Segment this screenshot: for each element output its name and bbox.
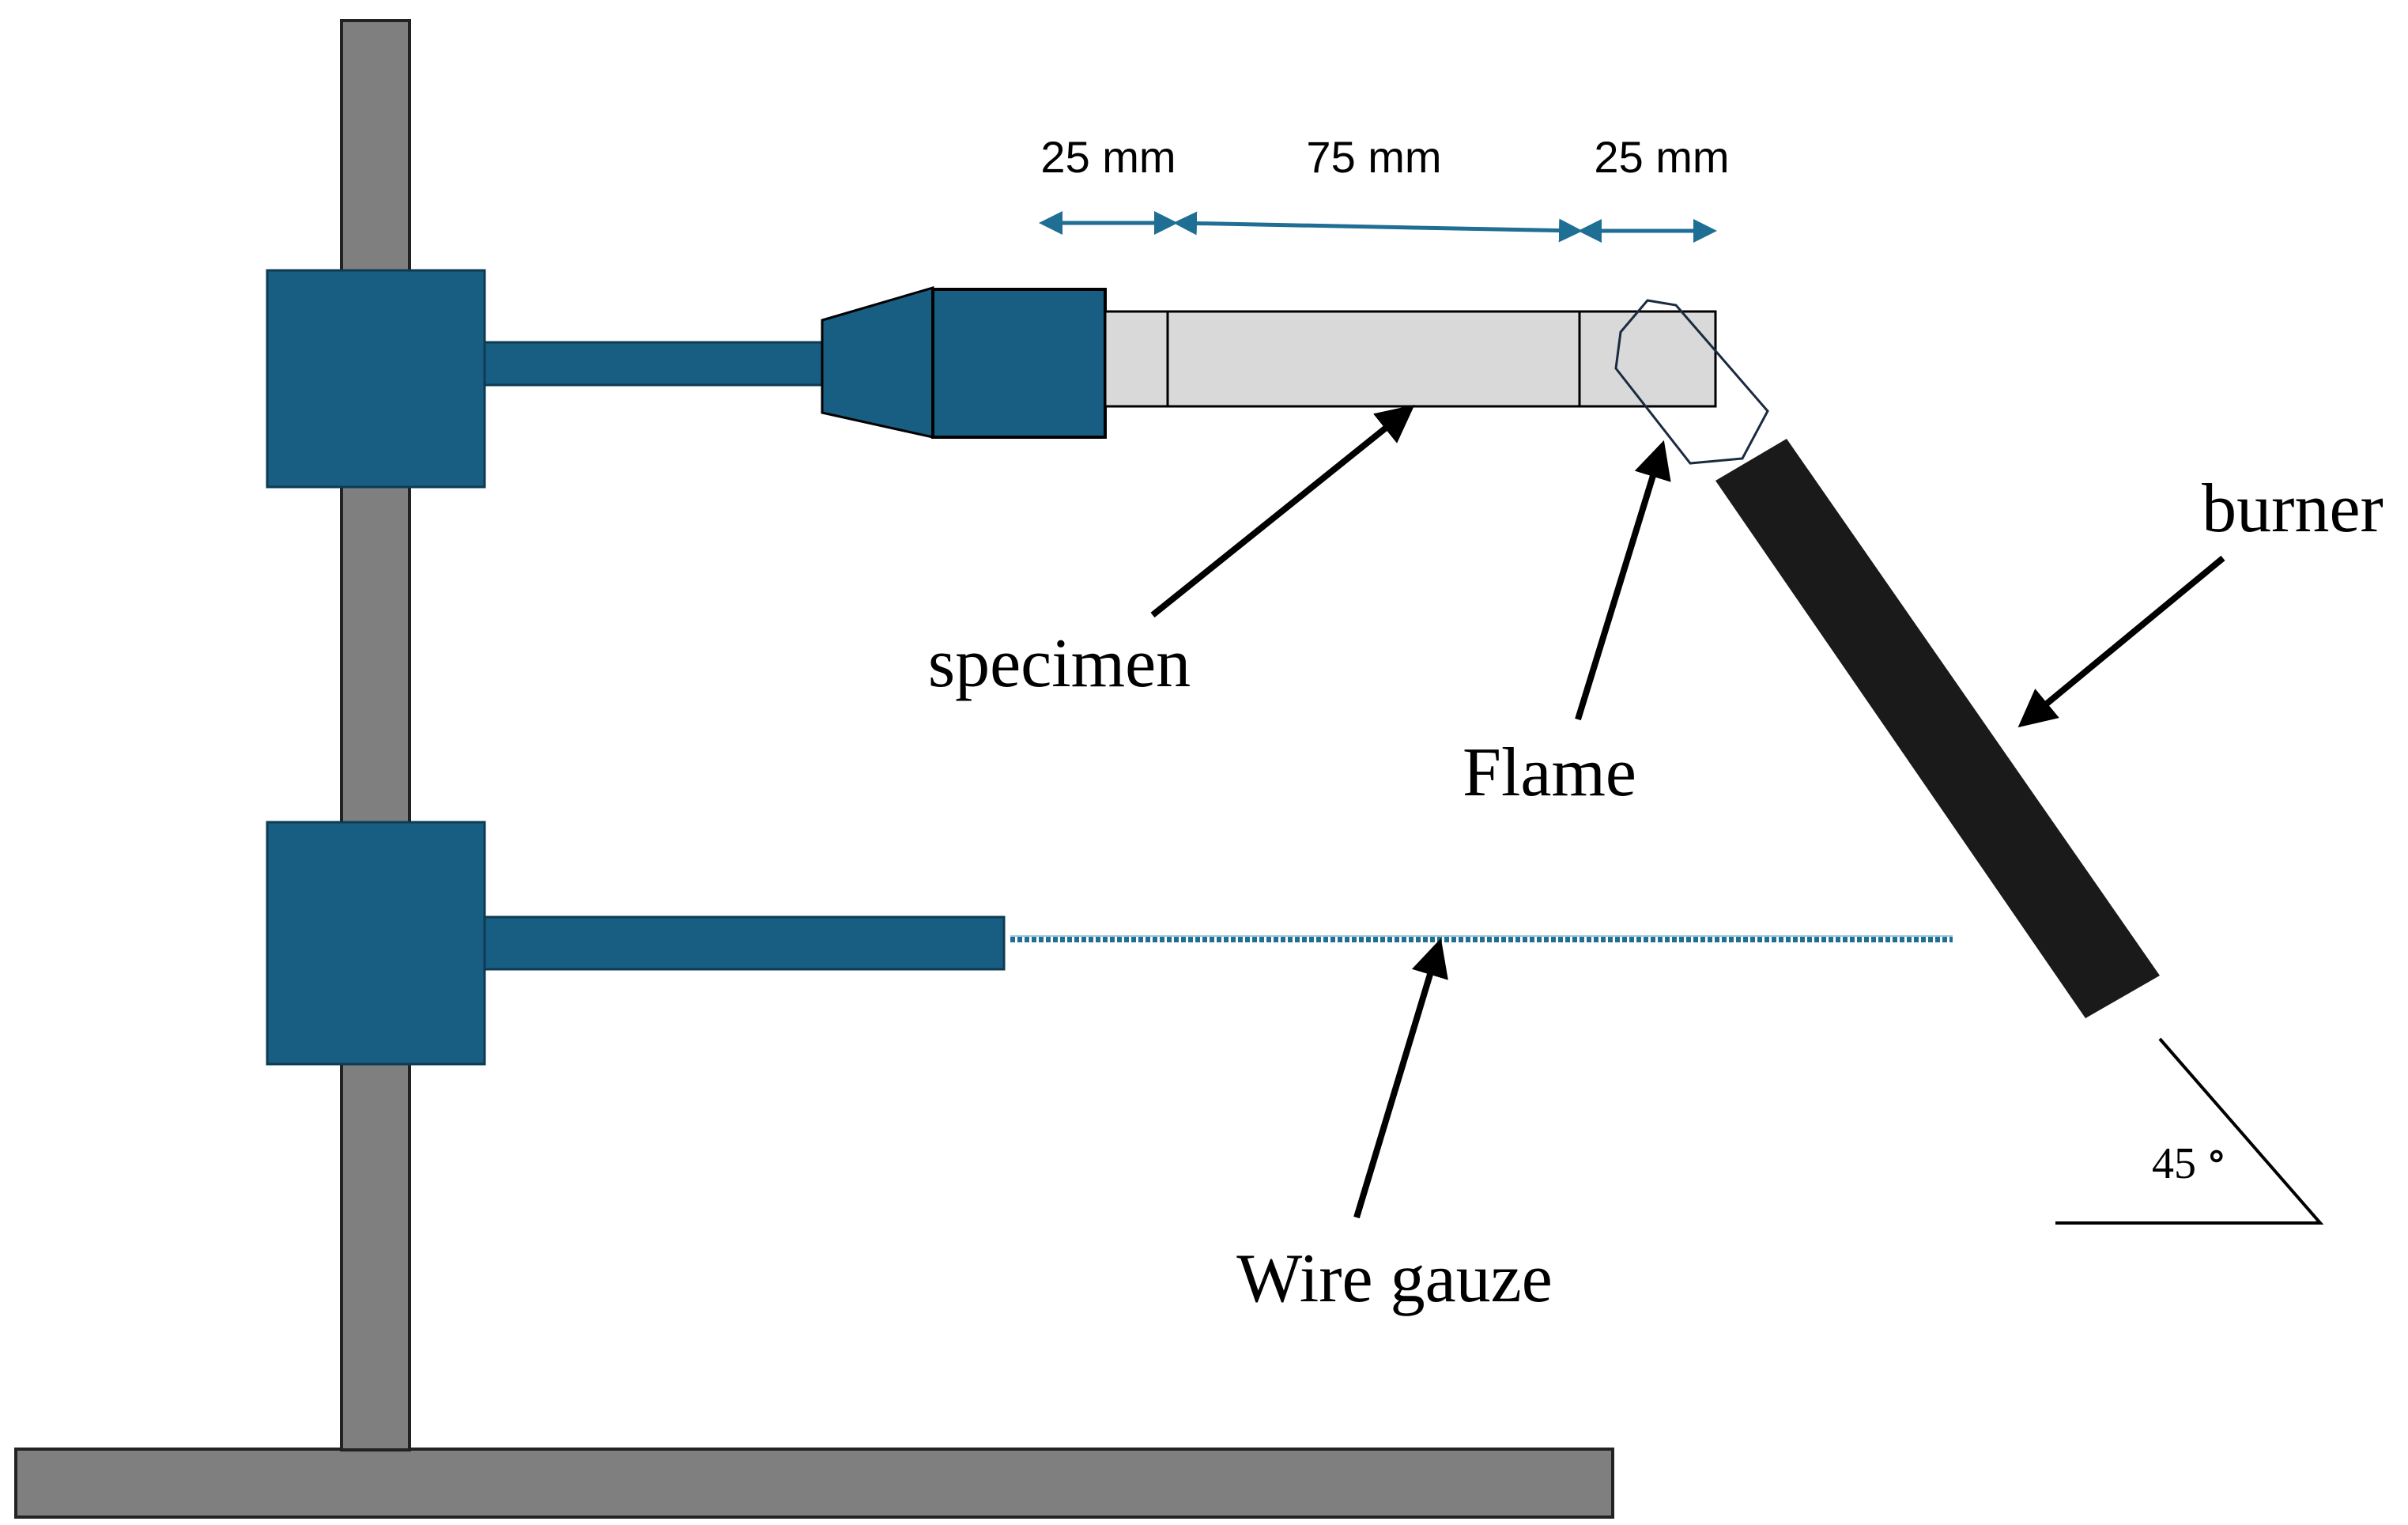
lower-clamp-block	[266, 821, 486, 1066]
burner-label: burner	[2202, 470, 2383, 547]
angle-degree-symbol: ∘	[2206, 1131, 2227, 1180]
specimen-label: specimen	[928, 625, 1191, 702]
burner-leader-arrow	[2017, 555, 2225, 728]
upper-clamp-arm	[481, 341, 824, 387]
lower-clamp-arm	[481, 915, 1006, 971]
wire-gauze-leader-arrow	[1353, 938, 1448, 1219]
upper-clamp-block	[266, 269, 486, 489]
specimen-leader-arrow	[1150, 404, 1415, 618]
angle-triangle	[2055, 1037, 2324, 1225]
stand-rod	[340, 19, 411, 1451]
specimen-holder-jaw	[931, 288, 1107, 439]
burner-tube	[1715, 439, 2160, 1018]
specimen-bar	[1104, 310, 1717, 408]
dimension-label-first: 25 mm	[1040, 132, 1176, 182]
dimension-label-middle: 75 mm	[1306, 132, 1441, 182]
flame-label: Flame	[1463, 734, 1636, 811]
dimension-label-last: 25 mm	[1594, 132, 1729, 182]
dimension-arrow-middle	[1173, 211, 1583, 243]
angle-value: 45	[2152, 1139, 2196, 1188]
flame-shape	[1614, 299, 1769, 465]
specimen-holder-taper	[821, 285, 934, 439]
flame-leader-arrow	[1575, 440, 1671, 721]
wire-gauze-label: Wire gauze	[1236, 1240, 1553, 1317]
stand-base	[14, 1448, 1614, 1519]
